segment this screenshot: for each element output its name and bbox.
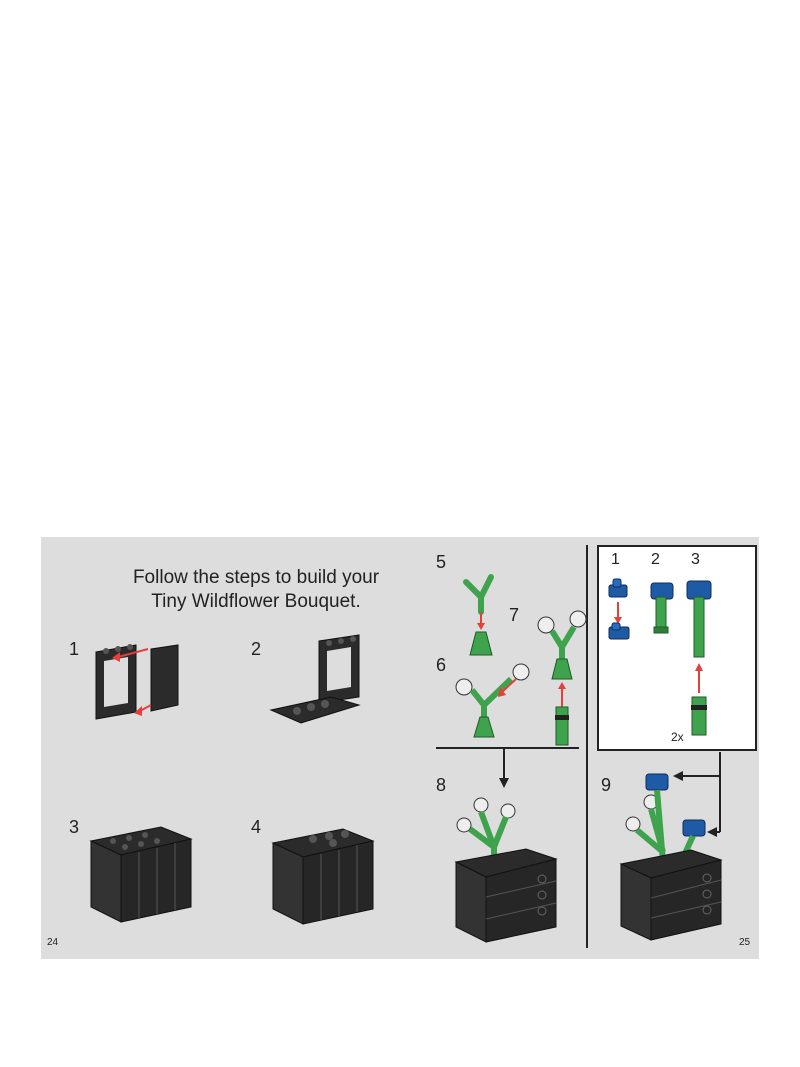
step-3-illustration [89,826,193,923]
step-2-number: 2 [251,639,262,659]
page-number-right: 25 [739,937,751,948]
step-9-number: 9 [601,775,612,795]
frame-on-plate-icon [269,634,361,724]
sub-step-2-number: 2 [651,551,660,568]
step-3-number: 3 [69,817,80,837]
sub-assembly-illustration [608,578,712,736]
sub-assembly-box: 1 2 3 2x [597,545,757,751]
vertical-divider [586,545,588,948]
flower-piece-icon [608,578,628,598]
bouquet-in-crate-icon [454,797,558,943]
step-1-illustration [95,644,179,720]
white-flower-icon [455,663,530,696]
intro-line-2: Tiny Wildflower Bouquet. [151,591,361,612]
step-1-number: 1 [69,639,80,659]
step-7-number: 7 [509,605,520,625]
step-9-illustration [619,752,723,941]
crate-closed-icon [271,828,375,925]
step-8-number: 8 [436,775,447,795]
step-5-number: 5 [436,552,447,572]
step-4-number: 4 [251,817,262,837]
page-number-left: 24 [47,937,59,948]
intro-line-1: Follow the steps to build your [132,567,380,588]
stem-branch-icon [463,574,494,615]
crate-frame-icon [89,826,193,923]
down-arrow-icon [499,748,509,788]
sub-step-1-number: 1 [611,551,620,568]
instruction-spread: Follow the steps to build your Tiny Wild… [41,537,759,959]
quantity-multiplier: 2x [671,730,684,744]
step-6-number: 6 [436,655,447,675]
step-2-illustration [269,634,361,724]
sub-step-3-number: 3 [691,551,700,568]
window-frame-icon [95,644,137,720]
steps-5-7-illustration [455,574,587,746]
step-8-illustration [454,797,558,943]
finished-bouquet-icon [619,773,723,941]
horizontal-divider [436,747,579,749]
step-4-illustration [271,828,375,925]
